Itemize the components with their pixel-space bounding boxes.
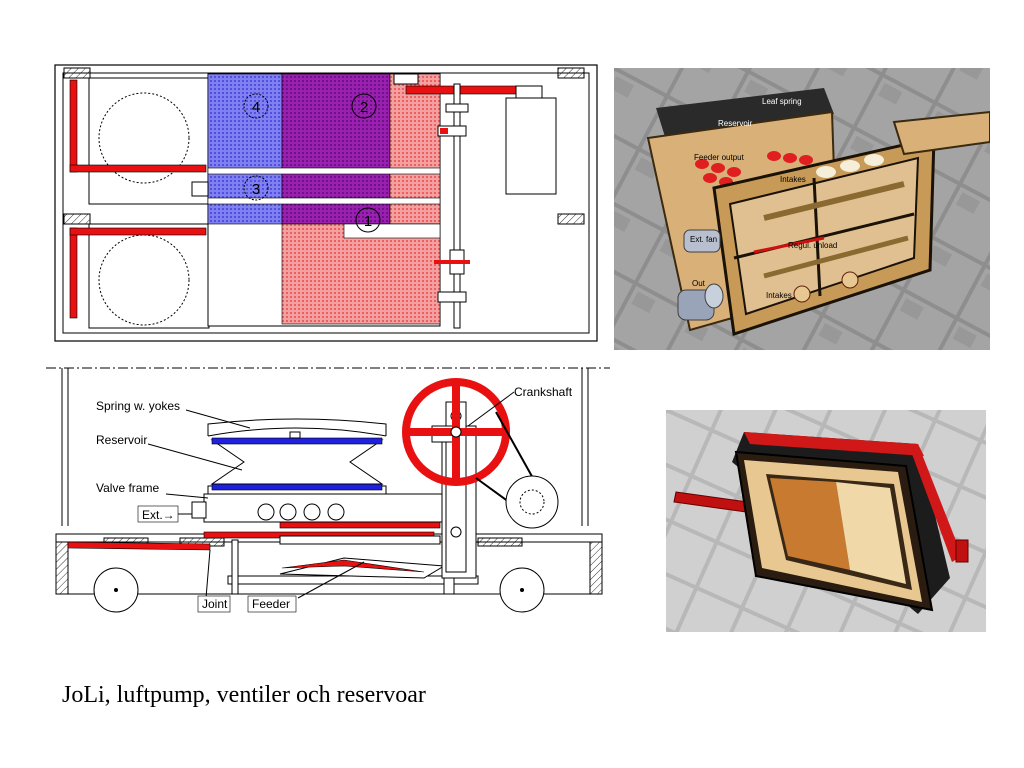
photo-label-intakes-bottom: Intakes: [766, 291, 792, 300]
plan-label-4: 4: [252, 99, 260, 116]
reservoir-photo: [666, 410, 986, 632]
label-joint: Joint: [202, 597, 228, 611]
photo-label-feeder-output: Feeder output: [694, 153, 745, 162]
plan-label-2: 2: [360, 99, 368, 116]
label-ext: Ext.→: [142, 508, 175, 522]
photo-label-leaf-spring: Leaf spring: [762, 97, 802, 106]
valve-frame-photo: Leaf spring Reservoir Feeder output Inta…: [614, 68, 990, 350]
slide-caption: JoLi, luftpump, ventiler och reservoar: [62, 682, 426, 708]
plan-label-1: 1: [364, 213, 372, 230]
photo-label-regul-unload: Regul. unload: [788, 241, 837, 250]
photo-label-out: Out: [692, 279, 706, 288]
label-valve-frame: Valve frame: [96, 481, 159, 495]
plan-view-diagram: 4 2 3 1: [54, 64, 598, 342]
photo-label-ext-fan: Ext. fan: [690, 235, 717, 244]
side-view-diagram: Spring w. yokes Reservoir Valve frame Ex…: [46, 367, 610, 613]
label-feeder: Feeder: [252, 597, 290, 611]
label-reservoir: Reservoir: [96, 433, 147, 447]
plan-label-3: 3: [252, 181, 260, 198]
label-crankshaft: Crankshaft: [514, 385, 573, 399]
photo-label-reservoir: Reservoir: [718, 119, 753, 128]
photo-label-intakes-top: Intakes: [780, 175, 806, 184]
label-spring-yokes: Spring w. yokes: [96, 399, 180, 413]
